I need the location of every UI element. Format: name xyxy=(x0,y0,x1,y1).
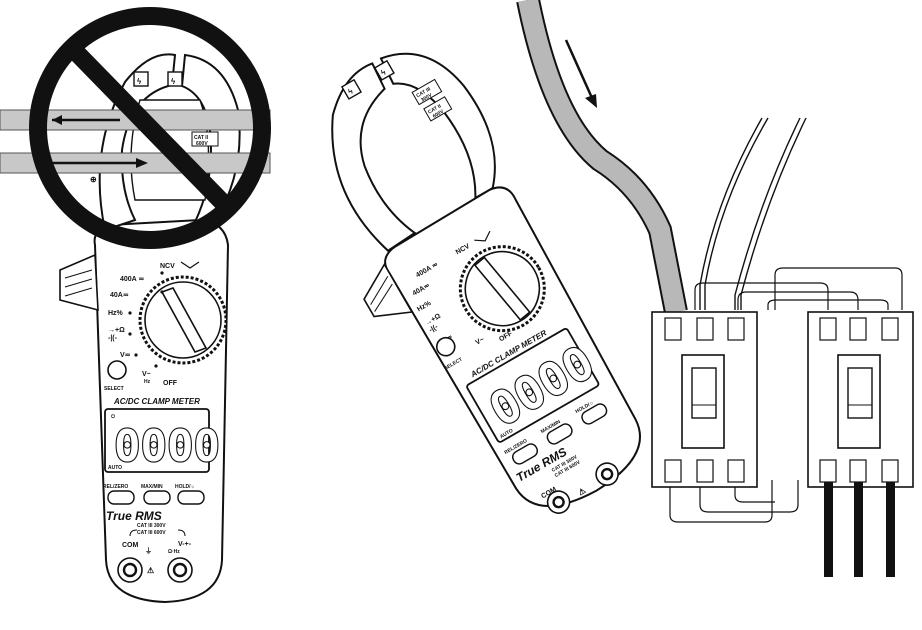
breaker-panel-2 xyxy=(807,311,914,488)
ohm-hz-label: Ω·Hz xyxy=(168,549,180,555)
svg-text:⚠: ⚠ xyxy=(577,486,588,497)
svg-text:⏚: ⏚ xyxy=(145,547,152,555)
svg-text:600V: 600V xyxy=(196,141,208,147)
range-hz: Hz% xyxy=(108,310,124,317)
svg-text:ϟ: ϟ xyxy=(347,86,356,96)
jaw-cat-rating-2: CAT II xyxy=(194,135,209,141)
svg-text:Hz: Hz xyxy=(144,379,151,385)
supply-cable-2 xyxy=(854,482,863,577)
rel-zero-label: REL/ZERO xyxy=(103,484,128,490)
true-rms-label: True RMS xyxy=(106,509,162,523)
svg-text:-|(-: -|(- xyxy=(108,335,118,342)
svg-text:-|(-: -|(- xyxy=(428,323,440,334)
svg-text:ϟ: ϟ xyxy=(379,67,388,77)
right-clamp-meter: ϟ ϟ CAT III 300V CAT II 600V NCV 400A ≂ … xyxy=(331,52,641,514)
range-400a: 400A ≂ xyxy=(120,276,144,283)
range-off: OFF xyxy=(163,380,178,387)
range-vhz: V~ xyxy=(142,371,151,378)
svg-text:600V: 600V xyxy=(432,108,446,119)
lcd-auto: AUTO xyxy=(108,465,122,471)
current-down-arrow xyxy=(564,39,594,99)
range-diode: →+Ω xyxy=(108,327,125,334)
range-volt: V≂ xyxy=(120,352,131,359)
hold-label: HOLD/☼ xyxy=(175,484,195,490)
range-ncv: NCV xyxy=(160,263,175,270)
prohibited-sign-icon xyxy=(29,7,271,249)
svg-text:⊕: ⊕ xyxy=(90,175,97,184)
hold-button[interactable] xyxy=(177,490,205,505)
lcd-display xyxy=(104,408,210,473)
svg-text:⏻: ⏻ xyxy=(111,414,115,420)
select-label: SELECT xyxy=(104,386,124,392)
rel-zero-button[interactable] xyxy=(107,490,135,505)
max-min-label: MAX/MIN xyxy=(141,484,163,490)
breaker-panel-1 xyxy=(651,311,758,488)
select-button-right[interactable] xyxy=(433,334,458,359)
single-conductor xyxy=(516,0,688,315)
com-label: COM xyxy=(122,542,139,549)
hazard-icon: ϟ xyxy=(137,77,142,86)
supply-cable-3 xyxy=(886,482,895,577)
supply-cable-1 xyxy=(824,482,833,577)
v-label: V-+- xyxy=(178,541,192,548)
lcd-digits: 0000 xyxy=(114,421,220,472)
meter-title: AC/DC CLAMP METER xyxy=(113,397,200,406)
breaker-wiring xyxy=(651,117,914,577)
svg-text:V~: V~ xyxy=(475,336,486,346)
cat-rating-1: CAT III 300V xyxy=(137,523,166,529)
max-min-button[interactable] xyxy=(143,490,171,505)
range-40a: 40A≂ xyxy=(110,292,129,299)
warning-icon: ⚠ xyxy=(147,566,154,575)
select-button[interactable] xyxy=(107,360,127,380)
cat-rating-2: CAT III 600V xyxy=(137,530,166,536)
svg-text:300V: 300V xyxy=(420,92,434,103)
hazard-icon: ϟ xyxy=(171,77,176,86)
